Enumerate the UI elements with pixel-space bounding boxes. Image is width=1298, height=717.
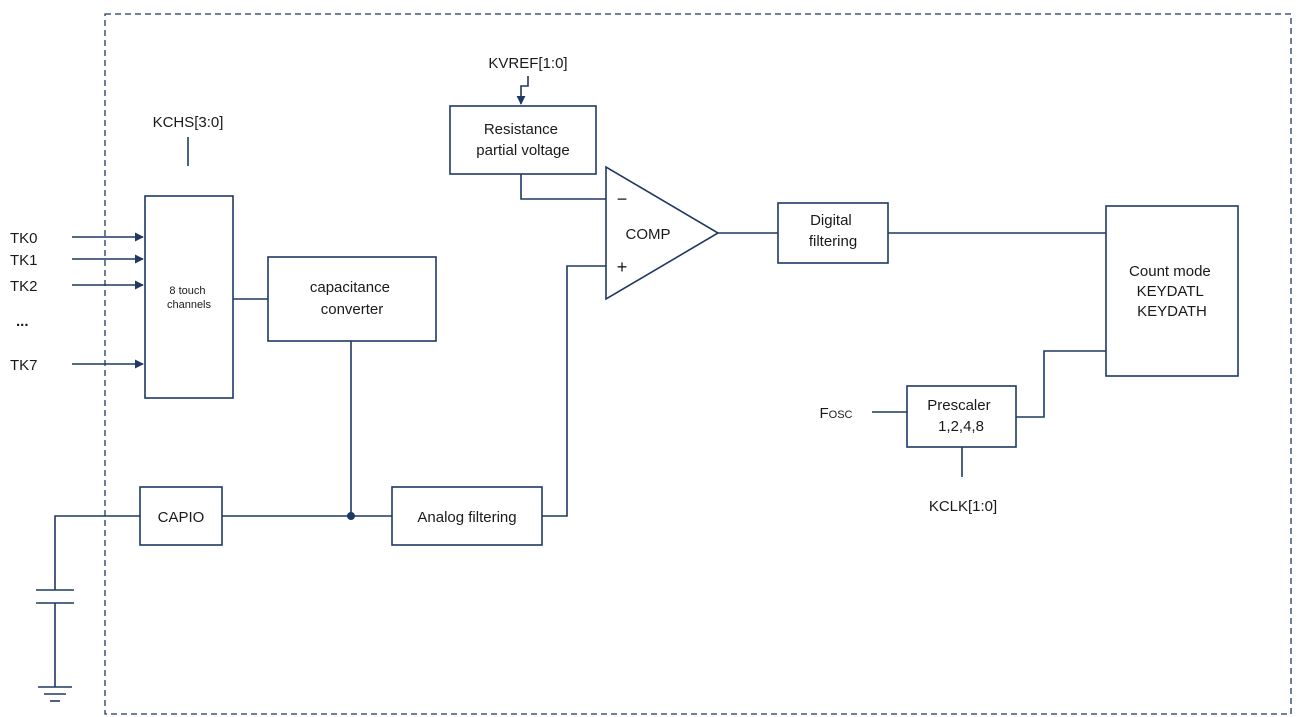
tk1-label: TK1 (10, 252, 38, 269)
junction-dot (347, 512, 355, 520)
tk7-label: TK7 (10, 357, 38, 374)
resistance-divider-label: Resistance partial voltage (476, 121, 569, 159)
tk0-label: TK0 (10, 230, 38, 247)
capio-external-wire (54, 515, 140, 590)
capio-block (139, 486, 223, 546)
ellipsis-label: ... (16, 313, 29, 330)
touch-input-wires (72, 232, 144, 369)
count-mode-label: Count mode KEYDATL KEYDATH (1129, 263, 1215, 320)
comp-plus-label: + (617, 257, 628, 277)
digital-filter-label: Digital filtering (809, 212, 857, 250)
tk2-label: TK2 (10, 278, 38, 295)
kclk-label: KCLK[1:0] (929, 498, 997, 515)
kchs-label: KCHS[3:0] (153, 114, 224, 131)
comparator-label: COMP (626, 226, 671, 243)
comp-minus-label: − (617, 189, 628, 209)
filter-to-comp-plus-wire (542, 265, 606, 517)
touch-channels-block (144, 195, 234, 399)
prescaler-label: Prescaler 1,2,4,8 (927, 397, 995, 435)
digital-filter-block (777, 202, 889, 264)
kvref-label: KVREF[1:0] (488, 55, 567, 72)
capacitance-converter-block (267, 256, 437, 342)
prescaler-to-count-wire (1016, 350, 1106, 418)
kvref-wire (516, 76, 529, 105)
capio-label: CAPIO (158, 509, 205, 526)
fosc-label: FOSC (819, 405, 852, 422)
ground-symbol (38, 686, 72, 702)
resistance-divider-block (449, 105, 597, 175)
count-mode-block (1105, 205, 1239, 377)
prescaler-block (906, 385, 1017, 448)
comparator-triangle (605, 165, 720, 301)
touch-channels-label: 8 touch channels (167, 285, 212, 311)
analog-filter-block (391, 486, 543, 546)
capacitance-converter-label: capacitance converter (310, 279, 394, 318)
divider-to-comp-minus-wire (520, 174, 606, 200)
analog-filter-label: Analog filtering (417, 509, 516, 526)
